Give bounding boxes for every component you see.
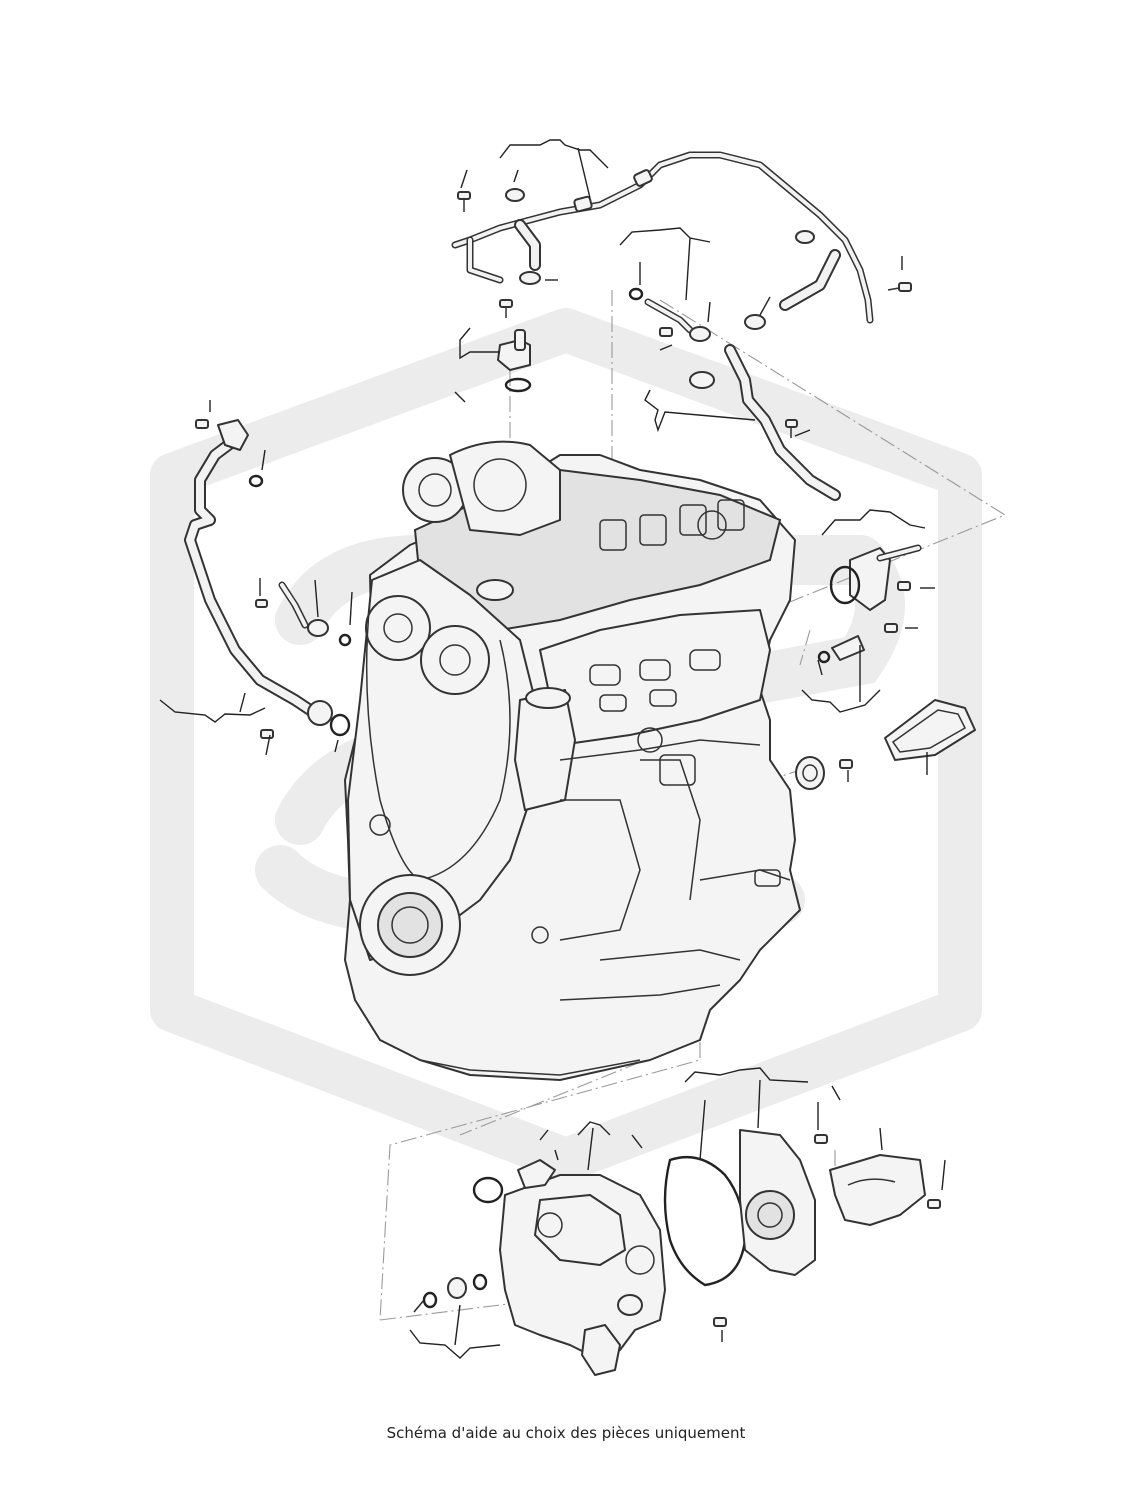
left-coolant-pipe (184, 419, 351, 739)
right-coolant-hose (724, 344, 841, 501)
leader-lines (159, 139, 946, 1359)
bolt-icon (457, 191, 912, 438)
right-outlet-fitting (829, 544, 922, 611)
idler-pulley (795, 756, 853, 790)
coolant-flange-top (497, 329, 532, 393)
engine-block (344, 440, 801, 1081)
water-pump-gasket (663, 1155, 747, 1287)
water-pump-housing (422, 1159, 666, 1376)
water-pump-cover (829, 1154, 941, 1226)
connector-elbow-right (628, 287, 715, 389)
water-pump (713, 1129, 828, 1327)
left-small-connector (255, 581, 352, 647)
upper-coolant-pipe (451, 151, 874, 330)
drive-belt (884, 699, 976, 761)
diagram-caption: Schéma d'aide au choix des pièces unique… (386, 1424, 746, 1442)
temperature-sender (817, 623, 898, 664)
